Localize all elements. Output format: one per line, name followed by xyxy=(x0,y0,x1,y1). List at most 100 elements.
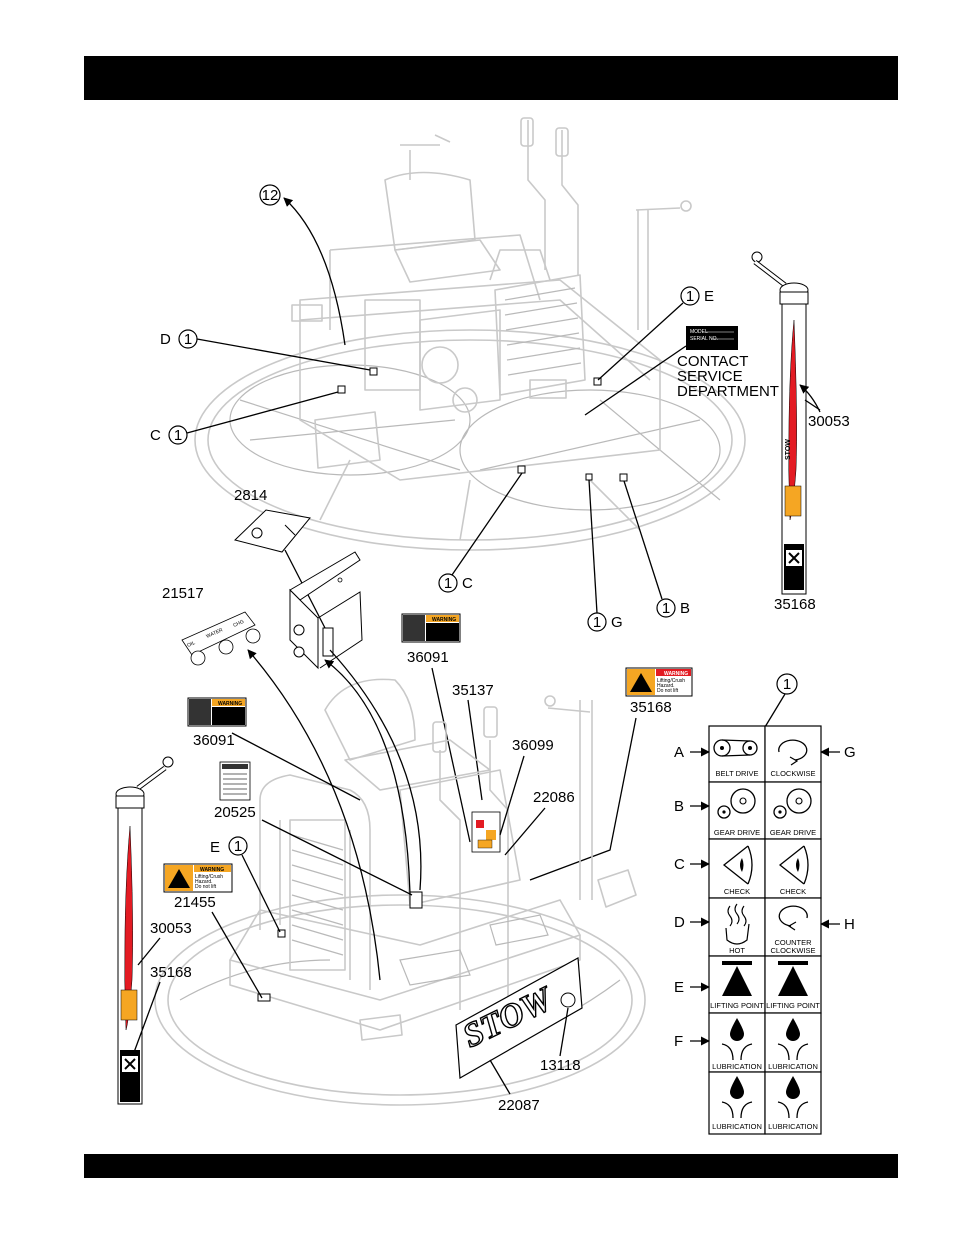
decal-20525: 20525 xyxy=(214,761,413,896)
svg-text:B: B xyxy=(674,798,684,815)
steering-column-right: STOW 30053 35168 xyxy=(751,251,850,613)
svg-text:D: D xyxy=(160,331,171,348)
svg-text:CONTACT: CONTACT xyxy=(677,353,748,370)
machine-top-drawing xyxy=(194,117,746,551)
control-bracket xyxy=(289,551,363,670)
gear-drive-icon xyxy=(717,788,756,819)
svg-text:E: E xyxy=(210,839,220,856)
svg-text:WARNING: WARNING xyxy=(200,867,224,873)
svg-text:1: 1 xyxy=(662,600,670,617)
svg-text:BELT DRIVE: BELT DRIVE xyxy=(715,769,758,778)
svg-text:WARNING: WARNING xyxy=(664,671,688,677)
svg-text:35168: 35168 xyxy=(150,964,192,981)
header-bar xyxy=(84,56,898,100)
svg-text:WARNING: WARNING xyxy=(432,617,456,623)
serial-plate: MODEL SERIAL NO. CONTACT SERVICE DEPARTM… xyxy=(584,326,779,416)
decal-36091-upper: WARNING 36091 xyxy=(401,613,471,843)
svg-text:13118: 13118 xyxy=(540,1057,581,1074)
svg-text:22086: 22086 xyxy=(533,789,575,806)
callout-36099: 36099 xyxy=(499,737,554,836)
lifting-point-icon xyxy=(722,961,752,996)
svg-text:30053: 30053 xyxy=(150,920,192,937)
leader-to-2814 xyxy=(324,659,411,896)
legend-decal-sheet: 1 BELT DRIVE CLOCKWISE xyxy=(674,673,856,1135)
svg-text:36099: 36099 xyxy=(512,737,554,754)
check-eye-icon-2 xyxy=(778,845,809,885)
callout-d1: D 1 xyxy=(160,329,371,371)
svg-text:A: A xyxy=(674,744,684,761)
svg-text:35137: 35137 xyxy=(452,682,494,699)
svg-text:STOW: STOW xyxy=(785,439,792,460)
svg-text:CLOCKWISE: CLOCKWISE xyxy=(770,769,815,778)
svg-text:C: C xyxy=(674,856,685,873)
callout-g1: 1 G xyxy=(587,479,623,632)
steering-column-left: 30053 35168 xyxy=(115,756,192,1105)
leader-to-21517 xyxy=(247,649,381,981)
svg-text:1: 1 xyxy=(444,575,452,592)
callout-e1-bottom: E 1 xyxy=(210,836,281,933)
svg-text:20525: 20525 xyxy=(214,804,256,821)
hot-hand-icon xyxy=(725,903,750,945)
check-eye-icon xyxy=(722,845,753,885)
svg-text:H: H xyxy=(844,916,855,933)
decal-21455: WARNING Lifting/Crush Hazard. Do not lif… xyxy=(163,863,263,999)
svg-text:22087: 22087 xyxy=(498,1097,540,1114)
callout-b1: 1 B xyxy=(623,480,690,618)
svg-text:CLOCKWISE: CLOCKWISE xyxy=(770,946,815,955)
svg-text:1: 1 xyxy=(174,427,182,444)
decal-21517: 21517 OIL WATER CHG xyxy=(162,585,261,666)
svg-text:35168: 35168 xyxy=(630,699,672,716)
svg-text:CHECK: CHECK xyxy=(724,887,750,896)
svg-text:12: 12 xyxy=(262,187,279,204)
svg-text:COUNTER: COUNTER xyxy=(774,938,812,947)
machine-bottom-drawing xyxy=(154,678,646,1106)
lifting-point-icon-2 xyxy=(778,961,808,996)
svg-text:G: G xyxy=(844,744,856,761)
svg-text:HOT: HOT xyxy=(729,946,745,955)
svg-text:Lifting/Crush: Lifting/Crush xyxy=(657,678,685,684)
decal-36091-lower: WARNING 36091 xyxy=(187,697,361,801)
lubrication-icon-3 xyxy=(721,1076,753,1119)
svg-text:1: 1 xyxy=(686,288,694,305)
decal-35168-middle: WARNING Lifting/Crush Hazard. Do not lif… xyxy=(529,667,693,881)
callout-e1-top: 1 E xyxy=(597,286,714,381)
svg-text:36091: 36091 xyxy=(193,732,235,749)
gear-drive-icon-2 xyxy=(773,788,812,819)
svg-text:LUBRICATION: LUBRICATION xyxy=(712,1062,762,1071)
svg-text:Lifting/Crush: Lifting/Crush xyxy=(195,874,223,880)
callout-12: 12 xyxy=(259,184,346,346)
lubrication-icon xyxy=(721,1018,753,1061)
svg-text:C: C xyxy=(150,427,161,444)
svg-text:30053: 30053 xyxy=(808,413,850,430)
svg-text:21455: 21455 xyxy=(174,894,216,911)
svg-text:CHG: CHG xyxy=(232,619,245,629)
svg-text:E: E xyxy=(704,288,714,305)
svg-text:1: 1 xyxy=(234,838,242,855)
svg-text:Do not lift: Do not lift xyxy=(657,688,679,694)
svg-text:LUBRICATION: LUBRICATION xyxy=(768,1062,818,1071)
clockwise-icon xyxy=(778,739,808,766)
svg-text:C: C xyxy=(462,575,473,592)
svg-text:MODEL: MODEL xyxy=(690,329,708,335)
svg-text:CHECK: CHECK xyxy=(780,887,806,896)
svg-text:GEAR DRIVE: GEAR DRIVE xyxy=(714,828,760,837)
callout-22086: 22086 xyxy=(504,789,575,856)
leader-to-bracket xyxy=(329,649,422,891)
svg-text:LUBRICATION: LUBRICATION xyxy=(712,1122,762,1131)
svg-text:Hazard.: Hazard. xyxy=(195,879,213,885)
svg-text:LUBRICATION: LUBRICATION xyxy=(768,1122,818,1131)
callout-c1-left: C 1 xyxy=(150,391,339,445)
svg-text:Hazard.: Hazard. xyxy=(657,683,675,689)
svg-text:2814: 2814 xyxy=(234,487,267,504)
svg-text:35168: 35168 xyxy=(774,596,816,613)
svg-text:SERVICE: SERVICE xyxy=(677,368,743,385)
svg-text:Do not lift: Do not lift xyxy=(195,884,217,890)
svg-text:D: D xyxy=(674,914,685,931)
svg-text:1: 1 xyxy=(184,331,192,348)
svg-text:LIFTING POINT: LIFTING POINT xyxy=(766,1001,820,1010)
callout-35137: 35137 xyxy=(452,682,494,801)
svg-text:B: B xyxy=(680,600,690,617)
svg-text:36091: 36091 xyxy=(407,649,449,666)
svg-text:OIL: OIL xyxy=(186,640,196,649)
